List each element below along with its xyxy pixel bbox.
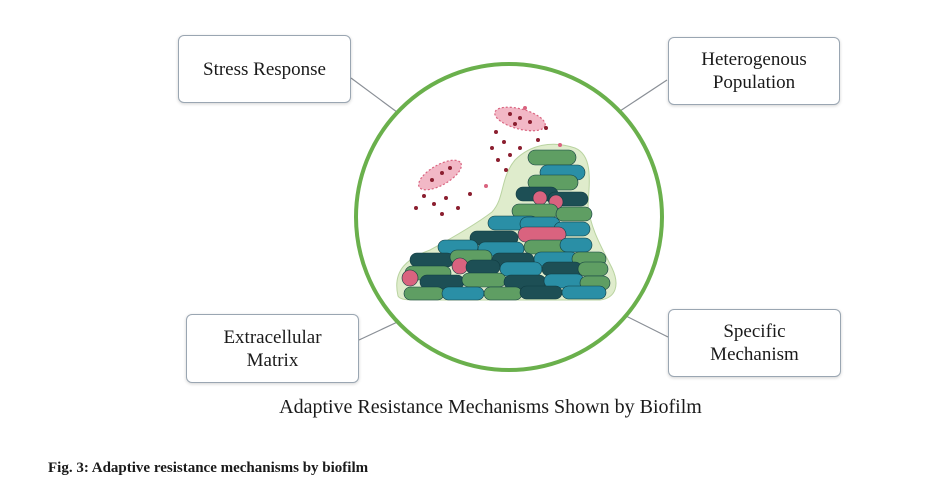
connector-heterogenous-population: [616, 79, 668, 114]
specific-mechanism-label: Specific Mechanism: [710, 321, 799, 365]
heterogenous-population-box: Heterogenous Population: [668, 37, 840, 105]
planktonic-bacterium: [418, 159, 462, 191]
figure-caption: Fig. 3: Adaptive resistance mechanisms b…: [48, 460, 369, 476]
heterogenous-population-label: Heterogenous Population: [701, 49, 807, 93]
connector-stress-response: [350, 77, 402, 116]
stress-response-box: Stress Response: [178, 35, 351, 103]
extracellular-matrix-box: Extracellular Matrix: [186, 314, 359, 383]
specific-mechanism-box: Specific Mechanism: [668, 309, 841, 377]
stress-response-label: Stress Response: [203, 58, 326, 80]
planktonic-bacterium: [494, 106, 546, 132]
extracellular-matrix-label: Extracellular Matrix: [223, 326, 322, 371]
diagram-title: Adaptive Resistance Mechanisms Shown by …: [279, 396, 702, 418]
bacteria-cluster: [401, 149, 611, 301]
connector-specific-mechanism: [619, 312, 669, 338]
released-particles: [414, 106, 562, 216]
